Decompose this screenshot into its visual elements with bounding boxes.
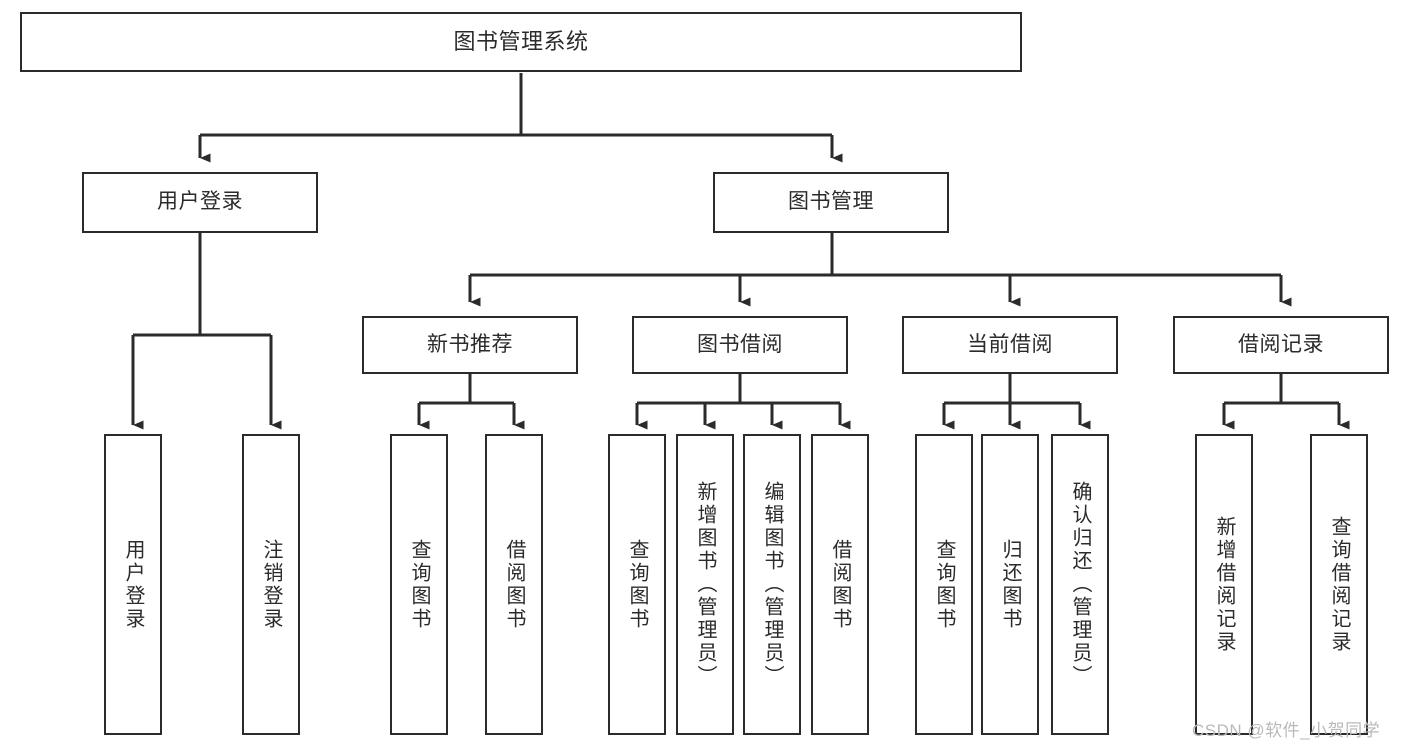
node-label: 用户登录 (122, 538, 144, 631)
node-label: 新书推荐 (427, 332, 513, 356)
node-label: 查询图书 (408, 538, 430, 631)
leaf-current-query-book[interactable]: 查询图书 (915, 434, 973, 735)
leaf-record-add-record[interactable]: 新增借阅记录 (1195, 434, 1253, 735)
node-label: 用户登录 (157, 190, 243, 214)
node-label: 借阅图书 (503, 538, 525, 631)
node-label: 确认归还（管理员） (1069, 481, 1091, 688)
node-label: 编辑图书（管理员） (761, 481, 783, 688)
node-label: 借阅图书 (829, 538, 851, 631)
node-label: 当前借阅 (967, 332, 1053, 356)
leaf-borrow-query-book[interactable]: 查询图书 (608, 434, 666, 735)
node-label: 查询图书 (626, 538, 648, 631)
leaf-current-return-book[interactable]: 归还图书 (981, 434, 1039, 735)
leaf-user-login-logout[interactable]: 注销登录 (242, 434, 300, 735)
node-book-borrow[interactable]: 图书借阅 (632, 316, 848, 374)
node-label: 图书借阅 (697, 332, 783, 356)
node-borrow-record[interactable]: 借阅记录 (1173, 316, 1389, 374)
leaf-borrow-add-book[interactable]: 新增图书（管理员） (676, 434, 734, 735)
node-label: 新增图书（管理员） (694, 481, 716, 688)
leaf-user-login-login[interactable]: 用户登录 (104, 434, 162, 735)
leaf-recommend-query-book[interactable]: 查询图书 (390, 434, 448, 735)
node-new-book-recommend[interactable]: 新书推荐 (362, 316, 578, 374)
node-label: 图书管理系统 (453, 29, 589, 55)
leaf-borrow-borrow-book[interactable]: 借阅图书 (811, 434, 869, 735)
leaf-record-query-record[interactable]: 查询借阅记录 (1310, 434, 1368, 735)
node-label: 注销登录 (260, 538, 282, 631)
node-label: 借阅记录 (1238, 332, 1324, 356)
node-current-borrow[interactable]: 当前借阅 (902, 316, 1118, 374)
node-user-login[interactable]: 用户登录 (82, 172, 318, 233)
node-label: 查询图书 (933, 538, 955, 631)
node-label: 新增借阅记录 (1213, 515, 1235, 654)
leaf-current-confirm-return[interactable]: 确认归还（管理员） (1051, 434, 1109, 735)
node-label: 查询借阅记录 (1328, 515, 1350, 654)
node-book-management[interactable]: 图书管理 (713, 172, 949, 233)
node-root-system[interactable]: 图书管理系统 (20, 12, 1022, 72)
node-label: 归还图书 (999, 538, 1021, 631)
leaf-borrow-edit-book[interactable]: 编辑图书（管理员） (743, 434, 801, 735)
leaf-recommend-borrow-book[interactable]: 借阅图书 (485, 434, 543, 735)
node-label: 图书管理 (788, 190, 874, 214)
